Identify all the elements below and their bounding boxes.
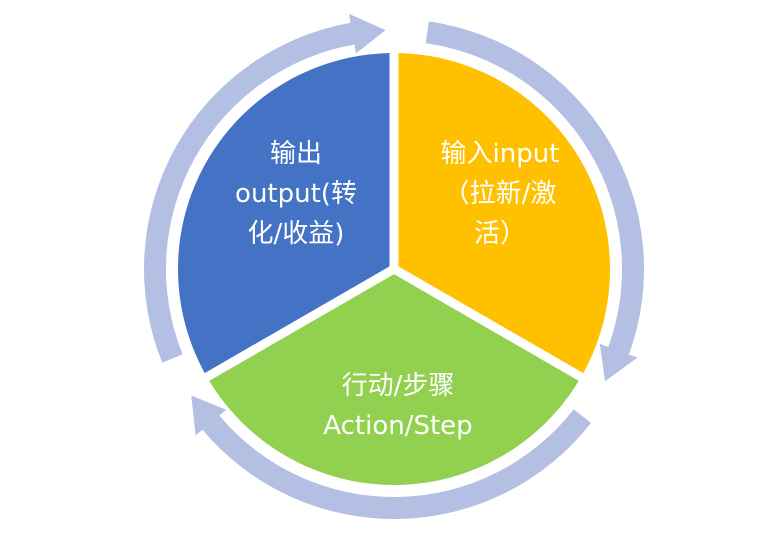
ring-arrow-3: [191, 395, 592, 519]
segment-label-line: 化/收益): [248, 219, 345, 249]
segment-label-line: Action/Step: [323, 411, 472, 441]
segment-label-line: （拉新/激: [444, 179, 557, 209]
ring-arrow-2: [425, 21, 644, 382]
cycle-ring: [143, 13, 644, 519]
divider-2: [391, 265, 586, 382]
divider-3: [202, 265, 397, 382]
segment-label-input: 输入input （拉新/激活）: [441, 139, 560, 249]
segment-label-action: 行动/步骤 Action/Step: [323, 371, 472, 441]
segment-label-line: 活）: [474, 219, 526, 249]
segment-dividers: [202, 51, 586, 382]
segment-labels: 输出 output(转化/收益) 输入input （拉新/激活） 行动/步骤 Action…: [235, 139, 559, 441]
segment-label-line: 输出: [270, 139, 322, 169]
segment-label-line: 行动/步骤: [342, 371, 455, 401]
segment-label-line: 输入input: [441, 139, 560, 169]
ring-arrow-1: [143, 13, 386, 363]
segment-label-line: output(转: [235, 179, 357, 209]
segment-label-output: 输出 output(转化/收益): [235, 139, 357, 249]
